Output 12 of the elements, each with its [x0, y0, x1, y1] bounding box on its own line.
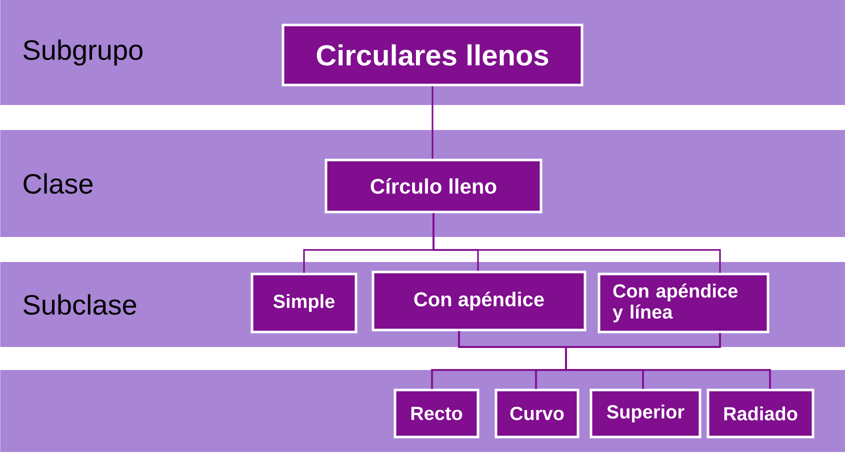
category-box: Superior	[590, 388, 702, 438]
category-box: Simple	[250, 272, 358, 334]
category-box: Círculo lleno	[324, 158, 542, 214]
category-box: Con apéndice y línea	[598, 272, 770, 334]
category-box: Radiado	[706, 388, 814, 438]
category-box: Curvo	[494, 388, 580, 438]
category-box: Recto	[394, 388, 480, 438]
category-box: Con apéndice	[372, 270, 586, 332]
connector-line	[432, 213, 721, 273]
connector-line	[565, 333, 771, 389]
category-box: Circulares llenos	[282, 24, 584, 86]
connector-line	[432, 86, 434, 159]
